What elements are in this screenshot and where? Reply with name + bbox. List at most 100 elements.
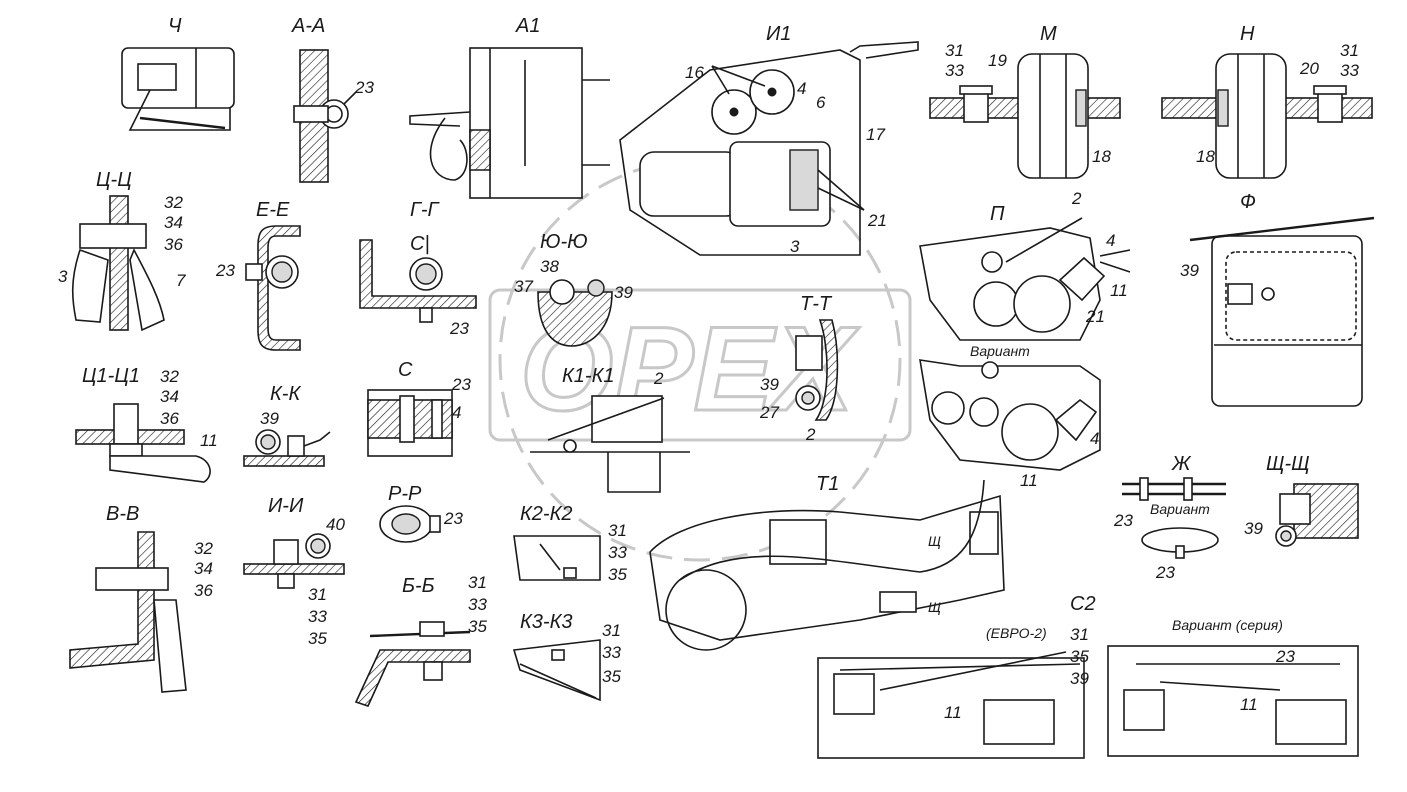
callout: 39 — [260, 409, 279, 428]
view-zh: Ж 23 Вариант 23 — [1113, 453, 1226, 582]
callout: 31 — [1070, 625, 1089, 644]
callout: 11 — [1020, 471, 1038, 490]
callout: Щ — [928, 533, 941, 549]
view-title: К1-К1 — [562, 365, 614, 387]
callout: 35 — [608, 565, 627, 584]
callout: 33 — [602, 643, 621, 662]
callout: 3 — [790, 237, 800, 256]
callout: 39 — [1244, 519, 1263, 538]
view-subtitle: (ЕВРО-2) — [986, 625, 1047, 641]
callout: 33 — [945, 61, 964, 80]
view-title: К2-К2 — [520, 503, 572, 525]
view-n: Н 31 33 20 18 — [1161, 23, 1373, 179]
view-c1c1: Ц1-Ц1 32 34 36 11 — [75, 365, 218, 483]
view-k1k1: К1-К1 2 — [530, 365, 690, 493]
callout: 35 — [468, 617, 487, 636]
view-t1: Т1 Щ Щ — [649, 473, 1005, 651]
view-i1: И1 16 4 6 17 21 3 — [619, 23, 919, 256]
callout: 18 — [1092, 147, 1111, 166]
callout: 31 — [608, 521, 627, 540]
view-title: Н — [1240, 23, 1255, 45]
callout: 23 — [443, 509, 463, 528]
variant-label: Вариант — [1150, 501, 1210, 517]
view-subtitle: Вариант (серия) — [1172, 617, 1283, 633]
callout: 34 — [164, 213, 183, 232]
callout: 33 — [1340, 61, 1359, 80]
view-k2k2: К2-К2 31 33 35 — [513, 503, 627, 584]
callout: 4 — [452, 403, 461, 422]
view-aa: А-А 23 — [291, 15, 374, 183]
callout: 32 — [160, 367, 179, 386]
callout: 33 — [308, 607, 327, 626]
view-c2: С2 (ЕВРО-2) 31 35 39 11 Вариант (серия) … — [817, 593, 1359, 759]
view-title: Ф — [1240, 191, 1256, 213]
callout: 6 — [816, 93, 826, 112]
callout: 31 — [1340, 41, 1359, 60]
callout: 39 — [1070, 669, 1089, 688]
callout: 23 — [1113, 511, 1133, 530]
callout: 7 — [176, 271, 186, 290]
view-title: Ц1-Ц1 — [82, 365, 140, 387]
view-f: Ф 39 — [1180, 191, 1375, 407]
view-title: В-В — [106, 503, 139, 525]
callout: 36 — [160, 409, 179, 428]
view-tt: Т-Т 39 27 2 — [759, 293, 839, 444]
callout: 39 — [760, 375, 779, 394]
callout: 39 — [1180, 261, 1199, 280]
callout: 33 — [608, 543, 627, 562]
view-p: П 2 4 11 21 Вариант 4 11 — [919, 189, 1131, 490]
view-m: М 31 33 19 18 — [929, 23, 1121, 179]
view-title: К3-К3 — [520, 611, 572, 633]
callout: 11 — [944, 703, 962, 722]
callout: 21 — [1085, 307, 1105, 326]
view-title: С2 — [1070, 593, 1096, 615]
callout: 39 — [614, 283, 633, 302]
callout: 3 — [58, 267, 68, 286]
view-vv: В-В 32 34 36 — [69, 503, 213, 693]
callout: 11 — [200, 431, 218, 450]
callout: 34 — [194, 559, 213, 578]
callout: 16 — [685, 63, 704, 82]
view-kk: К-К 39 — [243, 383, 331, 467]
view-title: П — [990, 203, 1005, 225]
view-title: М — [1040, 23, 1057, 45]
callout: 31 — [602, 621, 621, 640]
callout: 40 — [326, 515, 345, 534]
view-title: И1 — [766, 23, 791, 45]
callout: 11 — [1240, 695, 1258, 714]
callout: 21 — [867, 211, 887, 230]
callout: 18 — [1196, 147, 1215, 166]
callout: 31 — [308, 585, 327, 604]
callout: 2 — [1071, 189, 1082, 208]
view-bb: Б-Б 31 33 35 — [354, 573, 487, 707]
view-title: И-И — [268, 495, 304, 517]
callout: 33 — [468, 595, 487, 614]
view-ch: Ч — [121, 15, 235, 131]
callout: 23 — [354, 78, 374, 97]
view-yuyu: Ю-Ю 38 37 39 — [514, 231, 633, 347]
callout: 23 — [215, 261, 235, 280]
view-title: Ж — [1171, 453, 1192, 475]
view-cc: Ц-Ц 32 34 36 3 7 — [58, 169, 186, 332]
view-title: Т-Т — [800, 293, 833, 315]
callout: 2 — [805, 425, 816, 444]
view-k3k3: К3-К3 31 33 35 — [512, 611, 621, 702]
view-s: С 23 4 — [367, 359, 471, 457]
view-title: Т1 — [816, 473, 839, 495]
callout: 36 — [164, 235, 183, 254]
view-title: К-К — [270, 383, 301, 405]
callout: 4 — [797, 79, 806, 98]
view-title: Ч — [168, 15, 182, 37]
view-ee: Е-Е 23 — [215, 199, 301, 351]
view-gg: Г-Г С| 23 — [359, 199, 477, 338]
view-title: А-А — [291, 15, 325, 37]
callout: 36 — [194, 581, 213, 600]
view-title: А1 — [515, 15, 540, 37]
callout: 23 — [451, 375, 471, 394]
callout: 2 — [653, 369, 664, 388]
callout: 32 — [164, 193, 183, 212]
callout: 37 — [514, 277, 533, 296]
view-rr: Р-Р 23 — [379, 483, 463, 543]
view-title: Ю-Ю — [540, 231, 588, 253]
